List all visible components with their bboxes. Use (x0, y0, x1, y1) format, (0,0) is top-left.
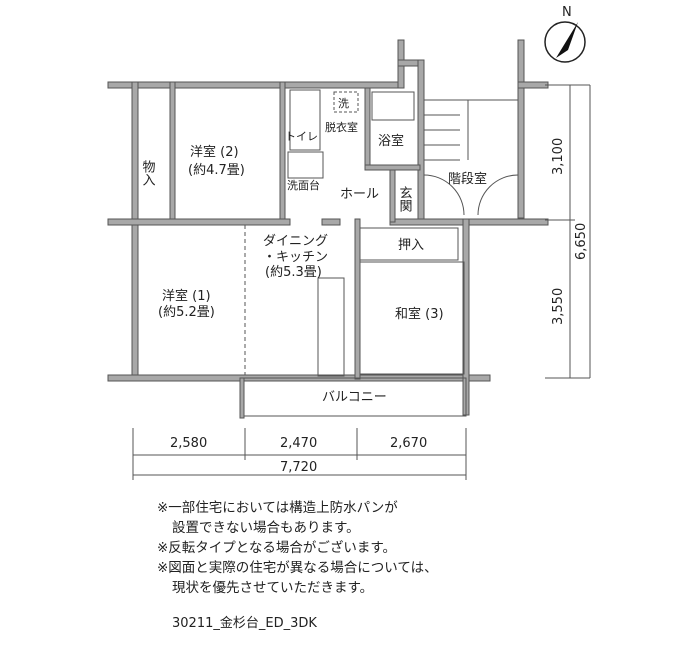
note-line: ※反転タイプとなる場合がございます。 (157, 540, 397, 556)
note-line: ※一部住宅においては構造上防水パンが (157, 500, 398, 516)
room-japanese-3: 和室 (3) (395, 306, 444, 322)
note-line: 設置できない場合もあります。 (172, 520, 360, 536)
room-dressing: 脱衣室 (325, 120, 358, 134)
vertical-dimension: 3,100 3,550 6,650 (545, 84, 591, 379)
walls (107, 39, 549, 419)
washbasin: 洗面台 (287, 178, 320, 192)
washer-pan: 洗 (338, 97, 349, 110)
room-western-1: 洋室 (1) (162, 288, 211, 304)
dim-horizontal-3: 2,670 (390, 436, 427, 451)
north-label: N (562, 5, 572, 20)
dim-vertical-2: 3,550 (551, 288, 566, 325)
room-entrance: 玄関 (397, 186, 413, 213)
dim-horizontal-2: 2,470 (280, 436, 317, 451)
room-dining-kitchen: ダイニング (263, 234, 328, 249)
dim-horizontal-1: 2,580 (170, 436, 207, 451)
dim-horizontal-total: 7,720 (280, 460, 317, 475)
north-compass-icon: N (544, 5, 586, 63)
room-storage: 物入 (140, 160, 156, 186)
room-western-1-size: (約5.2畳) (158, 305, 215, 320)
room-dining-kitchen-size: (約5.3畳) (265, 265, 322, 280)
room-toilet: トイレ (285, 130, 318, 143)
room-hall: ホール (340, 187, 379, 202)
dim-vertical-1: 3,100 (551, 138, 566, 175)
room-bath: 浴室 (378, 133, 404, 149)
plan-code: 30211_金杉台_ED_3DK (172, 616, 317, 631)
room-balcony: バルコニー (322, 390, 387, 405)
dim-vertical-total: 6,650 (574, 223, 589, 260)
room-dining-kitchen-2: ・キッチン (263, 250, 328, 265)
room-western-2-size: (約4.7畳) (188, 163, 245, 178)
note-line: 現状を優先させていただきます。 (172, 580, 374, 596)
room-western-2: 洋室 (2) (190, 144, 239, 160)
horizontal-dimension: 2,580 2,470 2,670 7,720 (132, 428, 467, 480)
note-line: ※図面と実際の住宅が異なる場合については、 (157, 560, 438, 576)
room-closet: 押入 (398, 238, 424, 253)
room-stairwell: 階段室 (448, 171, 487, 187)
notes: ※一部住宅においては構造上防水パンが 設置できない場合もあります。 ※反転タイプ… (157, 498, 438, 598)
